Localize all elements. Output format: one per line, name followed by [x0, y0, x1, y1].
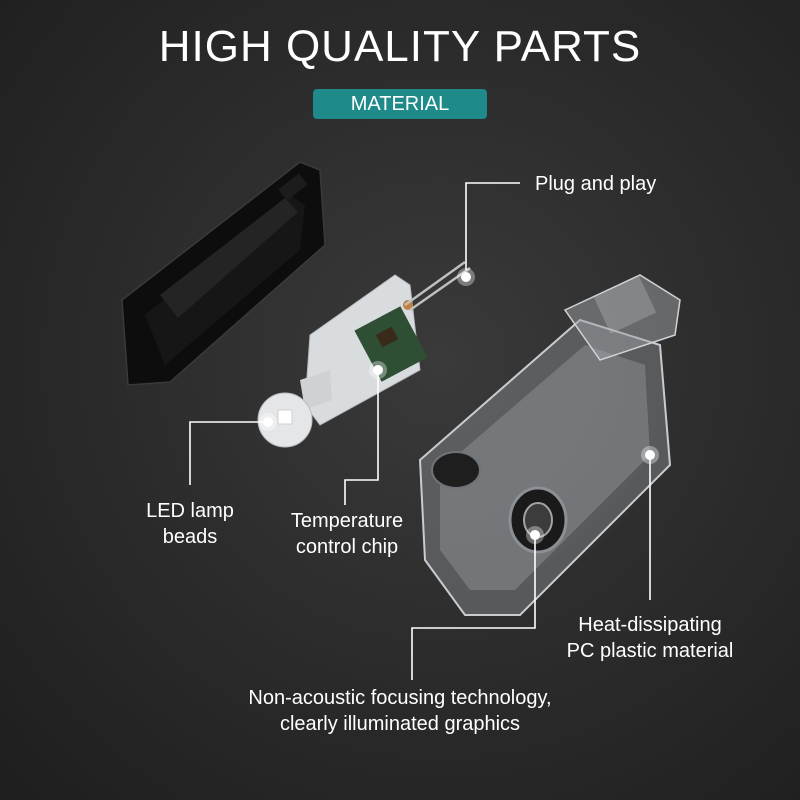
page-title: HIGH QUALITY PARTS	[158, 22, 642, 71]
plug-label: Plug and play	[535, 173, 657, 195]
rear-cover	[121, 161, 326, 386]
led-label-line1: LED lamp	[146, 500, 234, 522]
led-label: LED lamp beads	[135, 498, 245, 550]
chip-callout-line	[344, 370, 379, 505]
chip-label-line2: control chip	[295, 536, 399, 558]
lens-label: Non-acoustic focusing technology, clearl…	[230, 685, 570, 737]
material-badge: MATERIAL	[313, 89, 487, 119]
shell-label-line2: PC plastic material	[566, 640, 734, 662]
lens-label-line2: clearly illuminated graphics	[279, 713, 521, 735]
plug-callout-line	[465, 182, 520, 270]
led-label-line2: beads	[162, 526, 218, 548]
callout-lines	[189, 182, 651, 680]
shell-label: Heat-dissipating PC plastic material	[555, 612, 745, 664]
chip-label-line1: Temperature	[290, 510, 404, 532]
led-callout-line	[189, 421, 268, 485]
lens-label-line1: Non-acoustic focusing technology,	[248, 687, 552, 709]
led-disc	[257, 370, 332, 448]
lens-callout-line	[411, 535, 536, 680]
projector-housing	[418, 274, 681, 616]
shell-label-line1: Heat-dissipating	[578, 614, 722, 636]
circuit-board	[304, 260, 471, 426]
callout-dots	[259, 268, 659, 544]
chip-label: Temperature control chip	[272, 508, 422, 560]
